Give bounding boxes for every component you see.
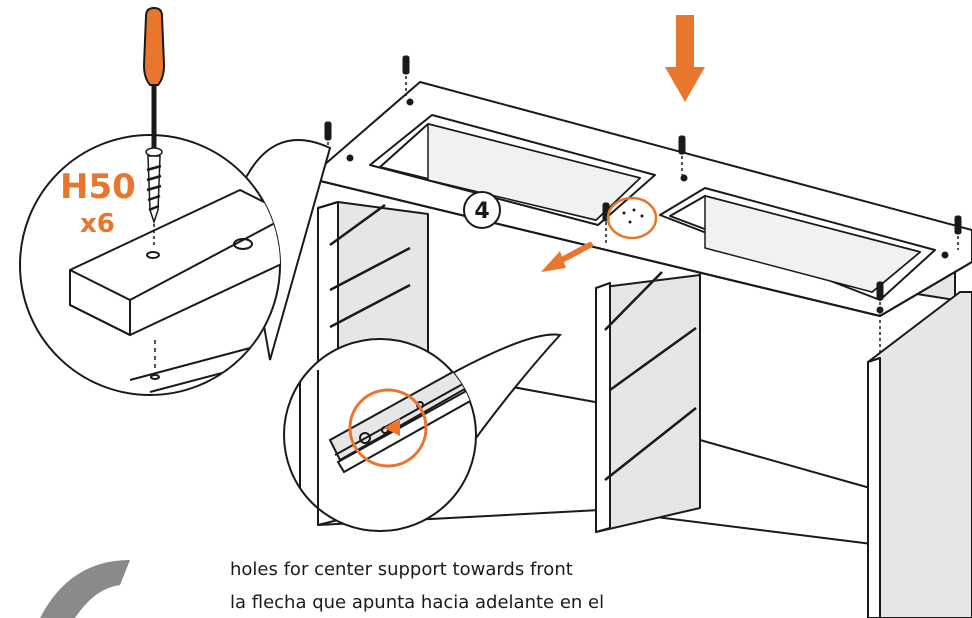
screw-icon xyxy=(402,55,410,96)
decorative-swoosh xyxy=(40,560,130,618)
zoom-callout-screw xyxy=(19,134,332,396)
part-quantity: x6 xyxy=(80,209,115,239)
top-panel xyxy=(315,81,972,317)
screw-icon xyxy=(678,135,686,175)
screw-icon xyxy=(876,281,884,355)
small-arrow-icon xyxy=(384,418,400,436)
caption-english: holes for center support towards front xyxy=(230,559,573,580)
hole-highlight xyxy=(606,196,658,240)
drawer-rail-left xyxy=(329,203,411,329)
step-number: 4 xyxy=(474,199,489,224)
bottom-panel xyxy=(318,520,880,610)
cabinet xyxy=(315,81,972,618)
zoom-callout-rail xyxy=(283,333,562,532)
part-code: H50 xyxy=(60,167,136,207)
right-side-panel xyxy=(867,291,972,618)
center-support-panel xyxy=(595,215,701,533)
screw-icon xyxy=(145,147,163,248)
down-arrow-icon xyxy=(665,15,705,102)
step-badge: 4 xyxy=(463,191,501,229)
caption-spanish: la flecha que apunta hacia adelante en e… xyxy=(230,592,605,613)
screw-icon xyxy=(954,215,962,250)
screwdriver-icon xyxy=(142,6,166,148)
diagonal-arrow-icon xyxy=(541,242,593,272)
rail-highlight xyxy=(348,388,428,468)
